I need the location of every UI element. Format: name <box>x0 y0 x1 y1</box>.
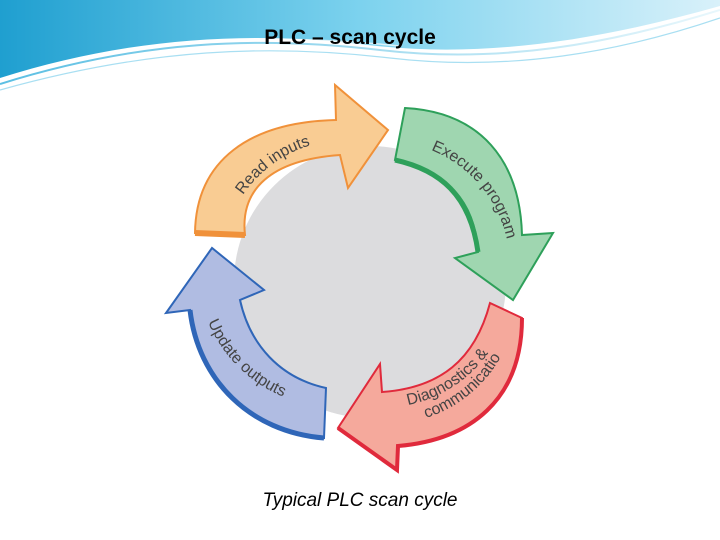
diagram-caption: Typical PLC scan cycle <box>262 490 458 511</box>
step-execute-program-arrow <box>393 106 555 302</box>
step-diagnostics-arrow <box>336 301 524 474</box>
step-read-inputs-arrow <box>193 82 390 238</box>
top-wave-decoration <box>0 0 720 91</box>
cycle-center-circle <box>234 146 506 418</box>
slide-title: PLC – scan cycle <box>264 26 436 49</box>
step-update-outputs-arrow <box>163 246 328 441</box>
